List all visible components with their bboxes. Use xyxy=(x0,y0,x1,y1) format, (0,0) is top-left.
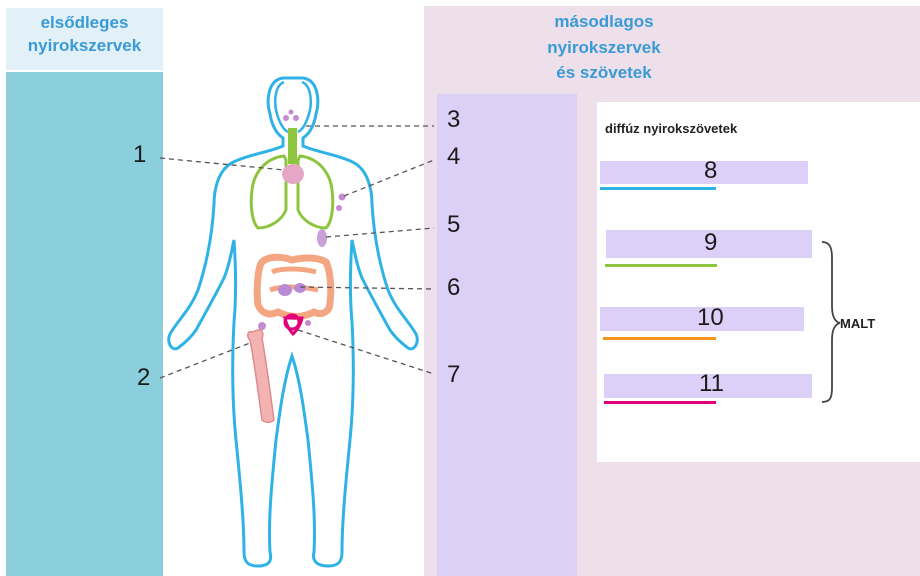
peyer-patches xyxy=(278,284,292,296)
malt-brace xyxy=(822,242,840,402)
trachea xyxy=(288,128,297,164)
spleen xyxy=(317,229,327,247)
femur-bone-marrow xyxy=(248,330,274,423)
leader-line-5 xyxy=(326,228,434,237)
thymus xyxy=(282,164,304,184)
leader-line-7 xyxy=(298,330,434,374)
